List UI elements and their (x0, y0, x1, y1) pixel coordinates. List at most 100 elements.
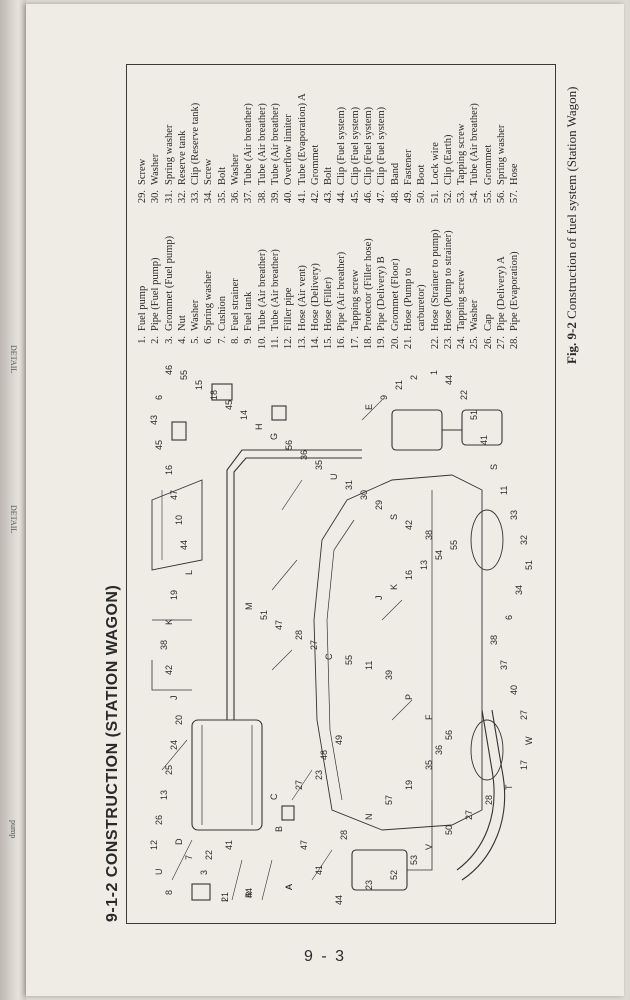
part-name: Hose (Delivery) (309, 263, 321, 331)
part-name: Hose (Pump to strainer) (442, 230, 454, 331)
parts-list-item: carburetor) (415, 213, 428, 358)
manual-page: 9-1-2 CONSTRUCTION (STATION WAGON) (26, 4, 624, 996)
part-number: 39. (269, 190, 281, 204)
part-name: Cap (482, 314, 494, 331)
diagram-callout: T (504, 784, 514, 790)
diagram-callout: I (220, 899, 230, 902)
section-title: 9-1-2 CONSTRUCTION (STATION WAGON) (104, 584, 121, 922)
diagram-callout: 28 (294, 630, 304, 640)
part-name: Hose (509, 163, 521, 185)
diagram-callout: H (254, 424, 264, 431)
diagram-callout: 35 (424, 760, 434, 770)
diagram-callout: S (489, 464, 499, 470)
parts-list-item: 40.Overflow limiter (282, 67, 295, 212)
diagram-callout: 57 (384, 795, 394, 805)
part-number: 8. (230, 336, 242, 344)
part-name: Clip (Fuel system) (349, 106, 361, 185)
part-name: Pipe (Air breather) (336, 251, 348, 331)
parts-list-item: 7.Cushion (216, 213, 229, 358)
diagram-callout: 33 (509, 510, 519, 520)
adjacent-page-label: DETAIL (9, 345, 18, 374)
part-name: Tapping screw (349, 269, 361, 331)
parts-list-item: 33.Clip (Reserve tank) (189, 67, 202, 212)
part-name: Tapping screw (456, 123, 468, 185)
parts-list-item: 18.Protector (Filler hose) (362, 213, 375, 358)
parts-list-item: 28.Pipe (Evaporation) (508, 213, 521, 358)
part-number: 21. (402, 336, 414, 350)
parts-list-item: 23.Hose (Pump to strainer) (442, 213, 455, 358)
diagram-callout: 32 (519, 535, 529, 545)
diagram-callout: 1 (429, 370, 439, 375)
parts-list-item: 17. Tapping screw (349, 213, 362, 358)
parts-list-item: 55. Grommet (482, 67, 495, 212)
parts-list-item: 51.Lock wire (429, 67, 442, 212)
diagram-callout: 44 (444, 375, 454, 385)
parts-list-item: 27. Pipe (Delivery) A (495, 213, 508, 358)
diagram-callout: U (154, 869, 164, 876)
diagram-callout: 47 (274, 620, 284, 630)
diagram-callout: 19 (404, 780, 414, 790)
part-number: 40. (283, 190, 295, 204)
parts-list-item: 54.Tube (Air breather) (468, 67, 481, 212)
parts-list-item: 2.Pipe (Fuel pump) (149, 213, 162, 358)
diagram-callout: 34 (514, 585, 524, 595)
diagram-callout: 50 (444, 825, 454, 835)
page-number: 9 - 3 (303, 948, 346, 965)
part-number: 20. (389, 336, 401, 350)
diagram-callout: R (244, 891, 254, 898)
diagram-callout: J (169, 696, 179, 701)
diagram-callout: D (174, 838, 184, 845)
diagram-callout: 55 (179, 370, 189, 380)
diagram-callout: 7 (184, 855, 194, 860)
part-name: Grommet (Fuel pump) (163, 235, 175, 331)
parts-list-item: 1.Fuel pump (136, 213, 149, 358)
diagram-callout: 27 (309, 640, 319, 650)
part-number: 32. (176, 190, 188, 204)
parts-list-item: 34.Screw (202, 67, 215, 212)
part-name: Grommet (482, 144, 494, 185)
diagram-callout: 55 (344, 655, 354, 665)
diagram-callout: 28 (339, 830, 349, 840)
diagram-callout: 27 (294, 780, 304, 790)
diagram-callout: 36 (434, 745, 444, 755)
part-number: 27. (496, 336, 508, 350)
parts-list-item: 22.Hose (Strainer to pump) (429, 213, 442, 358)
diagram-callout: L (184, 570, 194, 575)
parts-list-item: 43.Bolt (322, 67, 335, 212)
parts-list-item: 35.Bolt (216, 67, 229, 212)
diagram-callout: 51 (259, 610, 269, 620)
part-name: Tube (Evaporation) A (296, 93, 308, 185)
part-number: 13. (296, 336, 308, 350)
part-number: 55. (482, 190, 494, 204)
part-name: Pipe (Delivery) B (376, 256, 388, 331)
part-number: 14. (309, 336, 321, 350)
part-number: 17. (349, 336, 361, 350)
diagram-callout: 41 (479, 435, 489, 445)
parts-list-item: 14. Hose (Delivery) (309, 213, 322, 358)
diagram-callout: 28 (484, 795, 494, 805)
diagram-callout: C (324, 653, 334, 660)
part-name: Clip (Fuel system) (336, 106, 348, 185)
diagram-callout: 37 (499, 660, 509, 670)
parts-list-item: 56.Spring washer (495, 67, 508, 212)
diagram-callout: 19 (169, 590, 179, 600)
part-name: Washer (150, 153, 162, 185)
part-name: Pipe (Delivery) A (496, 256, 508, 331)
parts-list-item: 39.Tube (Air breather) (269, 67, 282, 212)
part-name: Clip (Earth) (442, 134, 454, 185)
part-number: 54. (469, 190, 481, 204)
part-name: Tube (Air breather) (269, 249, 281, 331)
parts-list-item: 15.Hose (Filler) (322, 213, 335, 358)
diagram-callout: 56 (444, 730, 454, 740)
parts-list-item: 11.Tube (Air breather) (269, 213, 282, 358)
parts-list-item: 36.Washer (229, 67, 242, 212)
part-number: 30. (150, 190, 162, 204)
part-number: 2. (150, 336, 162, 344)
part-name: Pipe (Evaporation) (509, 251, 521, 331)
diagram-callout: 51 (469, 410, 479, 420)
part-number: 57. (509, 190, 521, 204)
diagram-callout: 11 (499, 486, 509, 495)
part-name: Bolt (323, 166, 335, 185)
part-name: Fuel tank (243, 291, 255, 331)
